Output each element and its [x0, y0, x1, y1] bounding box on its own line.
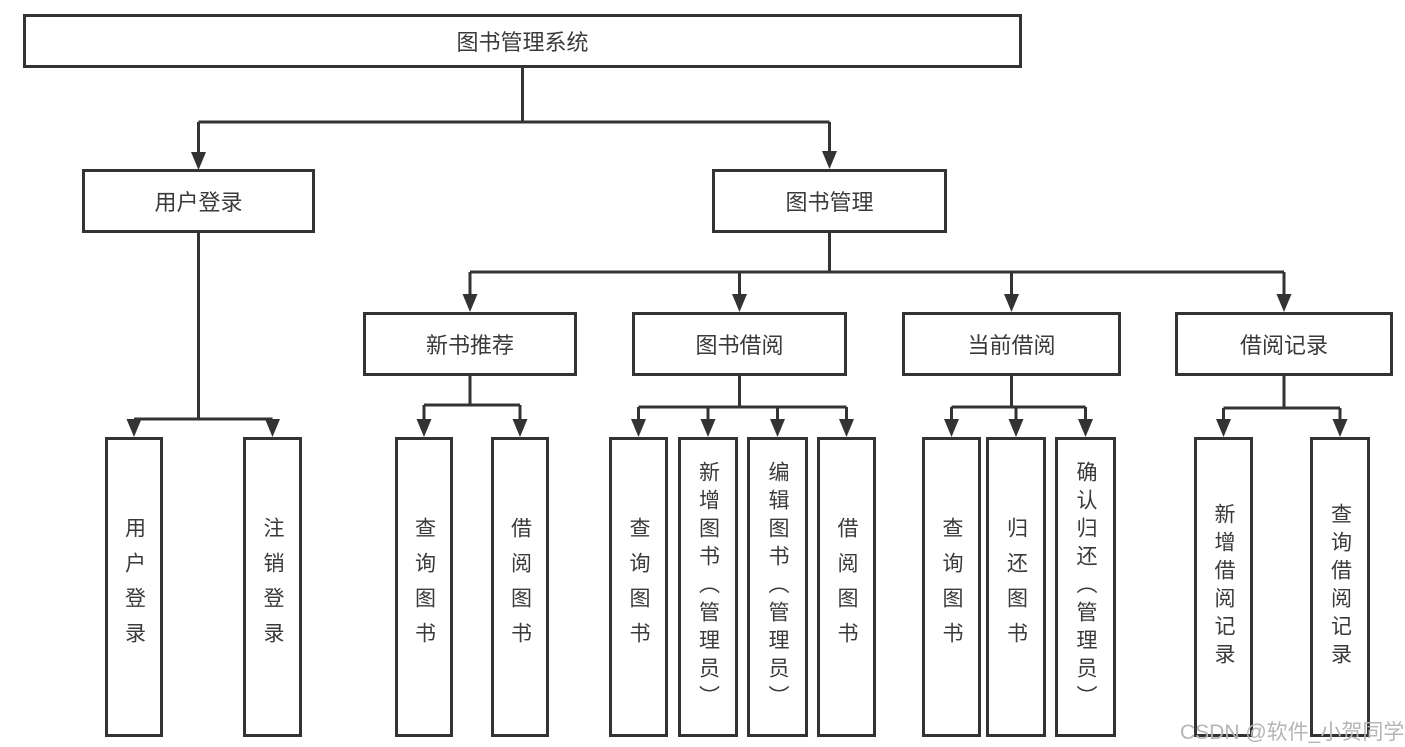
leaf-records-add-record: 新增借阅记录 [1194, 437, 1253, 737]
node-new-book-recommend: 新书推荐 [363, 312, 577, 376]
leaf-borrow-edit-books-admin: 编辑图书（管理员） [747, 437, 808, 737]
leaf-recommend-borrow-books: 借阅图书 [491, 437, 549, 737]
leaf-borrow-borrow-books: 借阅图书 [817, 437, 876, 737]
leaf-logout: 注销登录 [243, 437, 302, 737]
leaf-recommend-query-books: 查询图书 [395, 437, 453, 737]
arrowheads [126, 151, 1348, 437]
node-borrow-records: 借阅记录 [1175, 312, 1393, 376]
csdn-watermark: CSDN @软件_小贺同学 [1180, 721, 1405, 744]
node-book-borrow: 图书借阅 [632, 312, 847, 376]
leaf-current-query-books: 查询图书 [922, 437, 981, 737]
leaf-records-query-record: 查询借阅记录 [1310, 437, 1370, 737]
node-current-borrow: 当前借阅 [902, 312, 1121, 376]
node-user-login: 用户登录 [82, 169, 315, 233]
leaf-current-return-books: 归还图书 [986, 437, 1046, 737]
leaf-borrow-add-books-admin: 新增图书（管理员） [678, 437, 738, 737]
leaf-user-login: 用户登录 [105, 437, 163, 737]
leaf-current-confirm-return-admin: 确认归还（管理员） [1055, 437, 1116, 737]
node-root-system: 图书管理系统 [23, 14, 1022, 68]
node-book-management: 图书管理 [712, 169, 947, 233]
leaf-borrow-query-books: 查询图书 [609, 437, 668, 737]
